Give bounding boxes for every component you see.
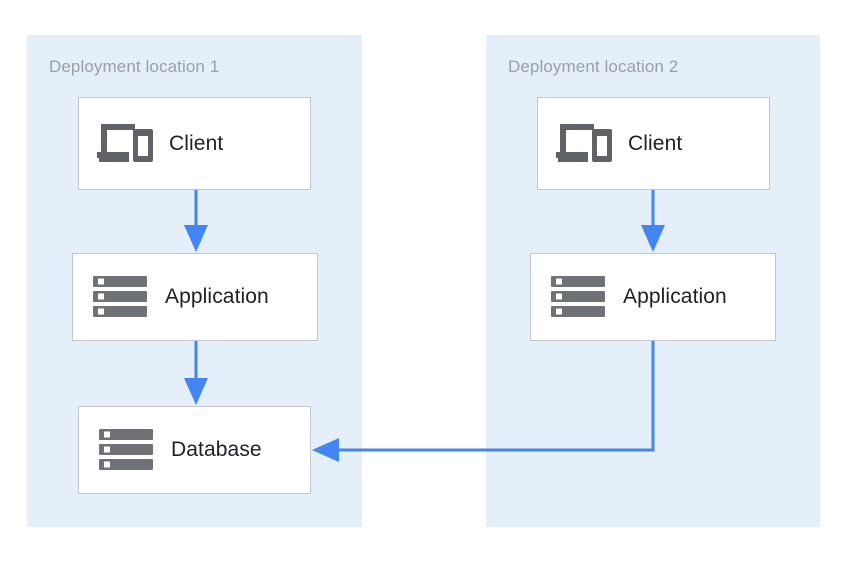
node-client-2-label: Client (628, 131, 683, 155)
node-application-1-label: Application (165, 285, 269, 308)
node-application-2[interactable]: Application (530, 253, 776, 341)
client-devices-icon (97, 122, 153, 166)
server-rack-icon (551, 276, 605, 318)
node-client-1[interactable]: Client (78, 97, 311, 190)
deployment-zone-1-label: Deployment location 1 (49, 57, 220, 76)
node-application-1[interactable]: Application (72, 253, 318, 341)
node-client-1-label: Client (169, 131, 224, 155)
node-database-1-label: Database (171, 438, 262, 461)
deployment-zone-2-label: Deployment location 2 (508, 57, 679, 76)
node-client-2[interactable]: Client (537, 97, 770, 190)
server-rack-icon (93, 276, 147, 318)
server-rack-icon (99, 429, 153, 471)
node-database-1[interactable]: Database (78, 406, 311, 494)
client-devices-icon (556, 122, 612, 166)
node-application-2-label: Application (623, 285, 727, 308)
